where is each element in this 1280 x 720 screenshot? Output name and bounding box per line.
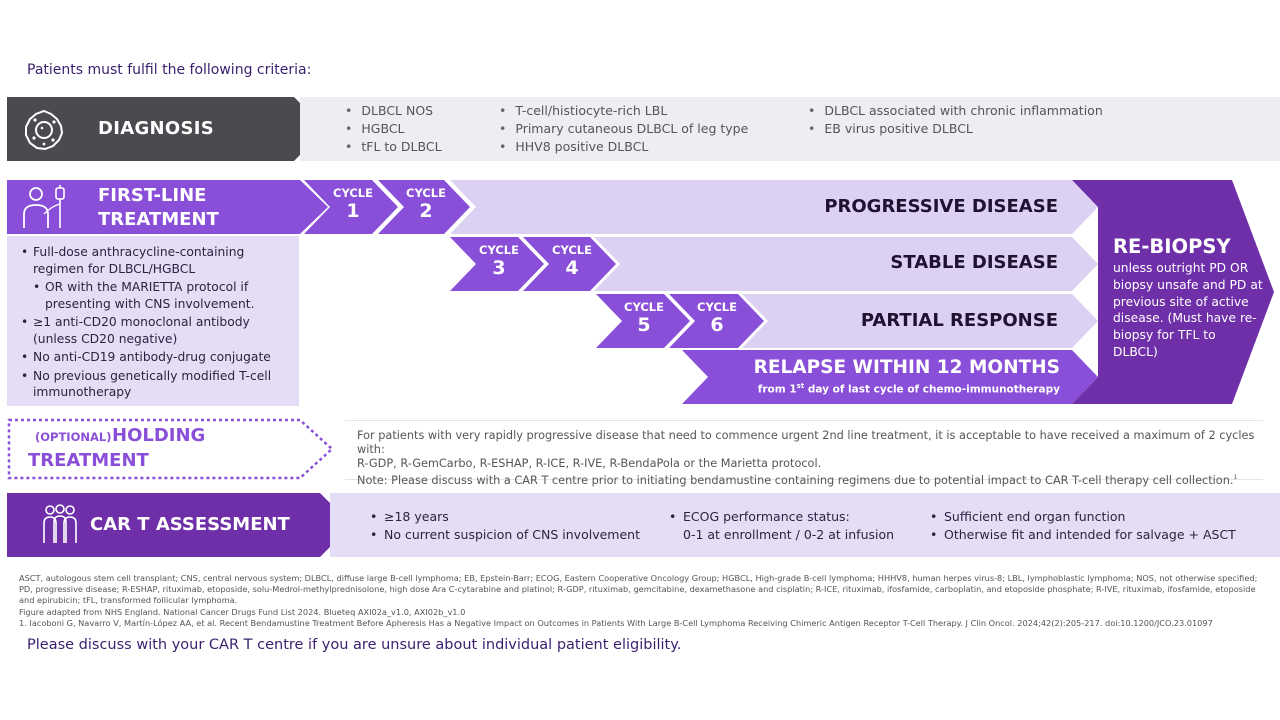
list-item: No anti-CD19 antibody-drug conjugate xyxy=(21,349,289,366)
holding-note: Note: Please discuss with a CAR T centre… xyxy=(357,473,1234,487)
list-item: OR with the MARIETTA protocol if present… xyxy=(21,279,289,312)
relapse-sub-post: day of last cycle of chemo-immunotherapy xyxy=(804,383,1060,396)
rebiopsy-arrow xyxy=(1072,180,1274,404)
partial-band xyxy=(742,294,1098,348)
holding-band xyxy=(345,420,1263,480)
cycle-4-label: CYCLE 4 xyxy=(541,243,603,279)
first-line-criteria: Full-dose anthracycline-containing regim… xyxy=(7,236,299,401)
cycle-number: 6 xyxy=(710,314,724,336)
stable-disease-label: STABLE DISEASE xyxy=(890,252,1058,273)
cycle-number: 1 xyxy=(346,200,360,222)
cycle-word: CYCLE xyxy=(697,300,737,314)
list-item: ECOG performance status: xyxy=(669,508,894,526)
cycle-2-chevron xyxy=(378,180,470,234)
stable-band xyxy=(594,237,1098,291)
first-line-label-2: TREATMENT xyxy=(98,209,219,230)
outro-text: Please discuss with your CAR T centre if… xyxy=(27,637,682,653)
cycle-3-chevron xyxy=(450,237,544,291)
cycle-word: CYCLE xyxy=(406,186,446,200)
diagnosis-criteria-band xyxy=(300,97,1280,161)
progressive-band xyxy=(450,180,1098,234)
holding-text: For patients with very rapidly progressi… xyxy=(357,429,1262,488)
list-item: ≥18 years xyxy=(370,508,640,526)
relapse-sub-pre: from 1 xyxy=(757,383,797,396)
car-t-label: CAR T ASSESSMENT xyxy=(90,514,290,535)
cycle-number: 2 xyxy=(419,200,433,222)
list-item: No current suspicion of CNS involvement xyxy=(370,526,640,544)
diagnosis-list-2: T-cell/histiocyte-rich LBL Primary cutan… xyxy=(499,102,748,156)
list-item: ≥1 anti-CD20 monoclonal antibody (unless… xyxy=(21,314,289,347)
rebiopsy-title: RE-BIOPSY xyxy=(1113,235,1231,258)
cycle-word: CYCLE xyxy=(479,243,519,257)
cycle-5-chevron xyxy=(596,294,690,348)
diagnosis-list-1: DLBCL NOS HGBCL tFL to DLBCL xyxy=(345,102,442,156)
footnote-source: Figure adapted from NHS England. Nationa… xyxy=(19,606,466,617)
list-item: Sufficient end organ function xyxy=(930,508,1236,526)
holding-optional: (OPTIONAL) xyxy=(35,430,112,444)
first-line-arrow xyxy=(7,180,328,234)
cycle-2-label: CYCLE 2 xyxy=(395,186,457,222)
car-t-list-3: Sufficient end organ function Otherwise … xyxy=(930,508,1236,544)
holding-arrow xyxy=(7,418,334,480)
footnote-reference: 1. Iacoboni G, Navarro V, Martín-López A… xyxy=(19,617,1213,628)
footnote-abbreviations: ASCT, autologous stem cell transplant; C… xyxy=(19,573,1258,606)
list-item: T-cell/histiocyte-rich LBL xyxy=(499,102,748,120)
cycle-number: 5 xyxy=(637,314,651,336)
diagnosis-arrow xyxy=(7,97,326,161)
relapse-subtitle: from 1st day of last cycle of chemo-immu… xyxy=(700,382,1060,396)
list-item: Full-dose anthracycline-containing regim… xyxy=(21,244,289,277)
holding-text-2: R-GDP, R-GemCarbo, R-ESHAP, R-ICE, R-IVE… xyxy=(357,457,822,470)
rebiopsy-text: unless outright PD OR biopsy unsafe and … xyxy=(1113,261,1263,359)
relapse-sub-sup: st xyxy=(796,382,805,390)
footnotes: ASCT, autologous stem cell transplant; C… xyxy=(19,573,1259,629)
progressive-disease-label: PROGRESSIVE DISEASE xyxy=(824,196,1058,217)
list-item: HGBCL xyxy=(345,120,442,138)
car-t-list-2: ECOG performance status: 0-1 at enrollme… xyxy=(669,508,894,544)
first-line-label-1: FIRST-LINE xyxy=(98,185,207,206)
cycle-6-chevron xyxy=(669,294,764,348)
cycle-word: CYCLE xyxy=(624,300,664,314)
cycle-word: CYCLE xyxy=(333,186,373,200)
list-item: DLBCL NOS xyxy=(345,102,442,120)
patient-iv-icon xyxy=(23,185,65,228)
relapse-title: RELAPSE WITHIN 12 MONTHS xyxy=(753,357,1060,378)
cycle-word: CYCLE xyxy=(552,243,592,257)
cycle-1-label: CYCLE 1 xyxy=(322,186,384,222)
list-item: EB virus positive DLBCL xyxy=(808,120,1103,138)
holding-label-1: HOLDING xyxy=(112,425,206,446)
car-t-arrow xyxy=(7,493,352,557)
partial-response-label: PARTIAL RESPONSE xyxy=(860,310,1058,331)
cycle-number: 4 xyxy=(565,257,579,279)
holding-text-3: Note: Please discuss with a CAR T centre… xyxy=(357,471,1262,488)
list-item: tFL to DLBCL xyxy=(345,138,441,156)
people-group-icon xyxy=(43,504,77,543)
list-item-continued: 0-1 at enrollment / 0-2 at infusion xyxy=(683,527,895,542)
list-item: Otherwise fit and intended for salvage +… xyxy=(930,526,1236,544)
first-line-criteria-box: Full-dose anthracycline-containing regim… xyxy=(7,236,299,406)
intro-text: Patients must fulfil the following crite… xyxy=(27,62,312,78)
cycle-1-chevron xyxy=(304,180,398,234)
first-line-label: FIRST-LINE TREATMENT xyxy=(98,184,219,232)
list-item: Primary cutaneous DLBCL of leg type xyxy=(499,120,748,138)
cycle-4-chevron xyxy=(523,237,616,291)
list-item: HHV8 positive DLBCL xyxy=(499,138,748,156)
cycle-3-label: CYCLE 3 xyxy=(468,243,530,279)
list-item: No previous genetically modified T-cell … xyxy=(21,368,289,401)
cycle-6-label: CYCLE 6 xyxy=(686,300,748,336)
holding-text-1: For patients with very rapidly progressi… xyxy=(357,429,1255,456)
diagnosis-list-3: DLBCL associated with chronic inflammati… xyxy=(808,102,1103,138)
cycle-5-label: CYCLE 5 xyxy=(613,300,675,336)
holding-label-2: TREATMENT xyxy=(28,450,149,471)
relapse-band xyxy=(682,350,1098,404)
list-item: DLBCL associated with chronic inflammati… xyxy=(808,102,1102,120)
diagnosis-label: DIAGNOSIS xyxy=(98,118,215,139)
car-t-list-1: ≥18 years No current suspicion of CNS in… xyxy=(370,508,640,544)
holding-note-ref: 1 xyxy=(1233,474,1238,481)
cycle-number: 3 xyxy=(492,257,506,279)
cell-icon xyxy=(25,109,64,151)
